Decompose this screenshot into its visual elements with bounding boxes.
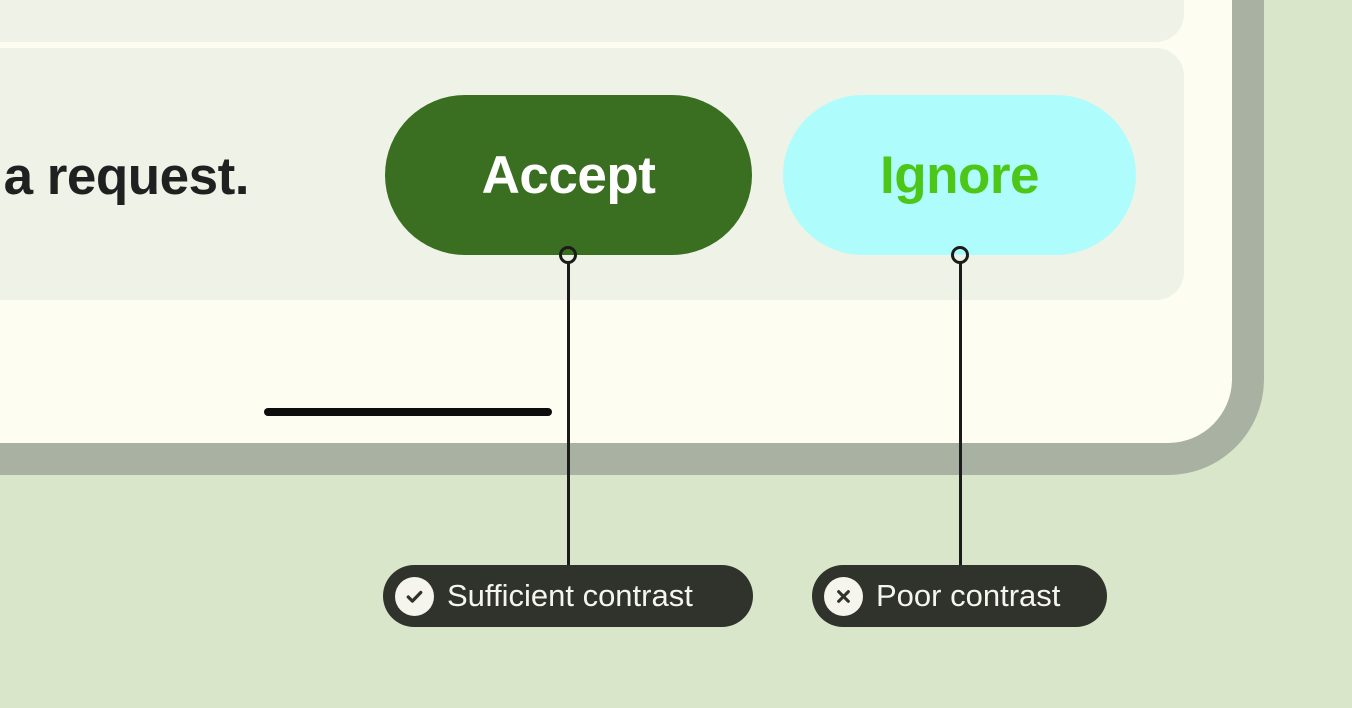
poor-contrast-label: Poor contrast — [876, 578, 1061, 613]
gesture-bar — [264, 408, 552, 416]
sufficient-contrast-callout: Sufficient contrast — [383, 565, 753, 627]
connector-dot-accept — [559, 246, 577, 264]
connector-line-ignore — [959, 263, 962, 566]
ignore-button[interactable]: Ignore — [783, 95, 1136, 255]
top-panel — [0, 0, 1184, 42]
poor-contrast-callout: Poor contrast — [812, 565, 1107, 627]
accept-button[interactable]: Accept — [385, 95, 752, 255]
message-text: a request. — [3, 147, 250, 206]
connector-line-accept — [567, 263, 570, 566]
sufficient-contrast-label: Sufficient contrast — [447, 578, 693, 613]
connector-dot-ignore — [951, 246, 969, 264]
x-icon — [824, 576, 863, 616]
check-icon — [395, 576, 434, 616]
